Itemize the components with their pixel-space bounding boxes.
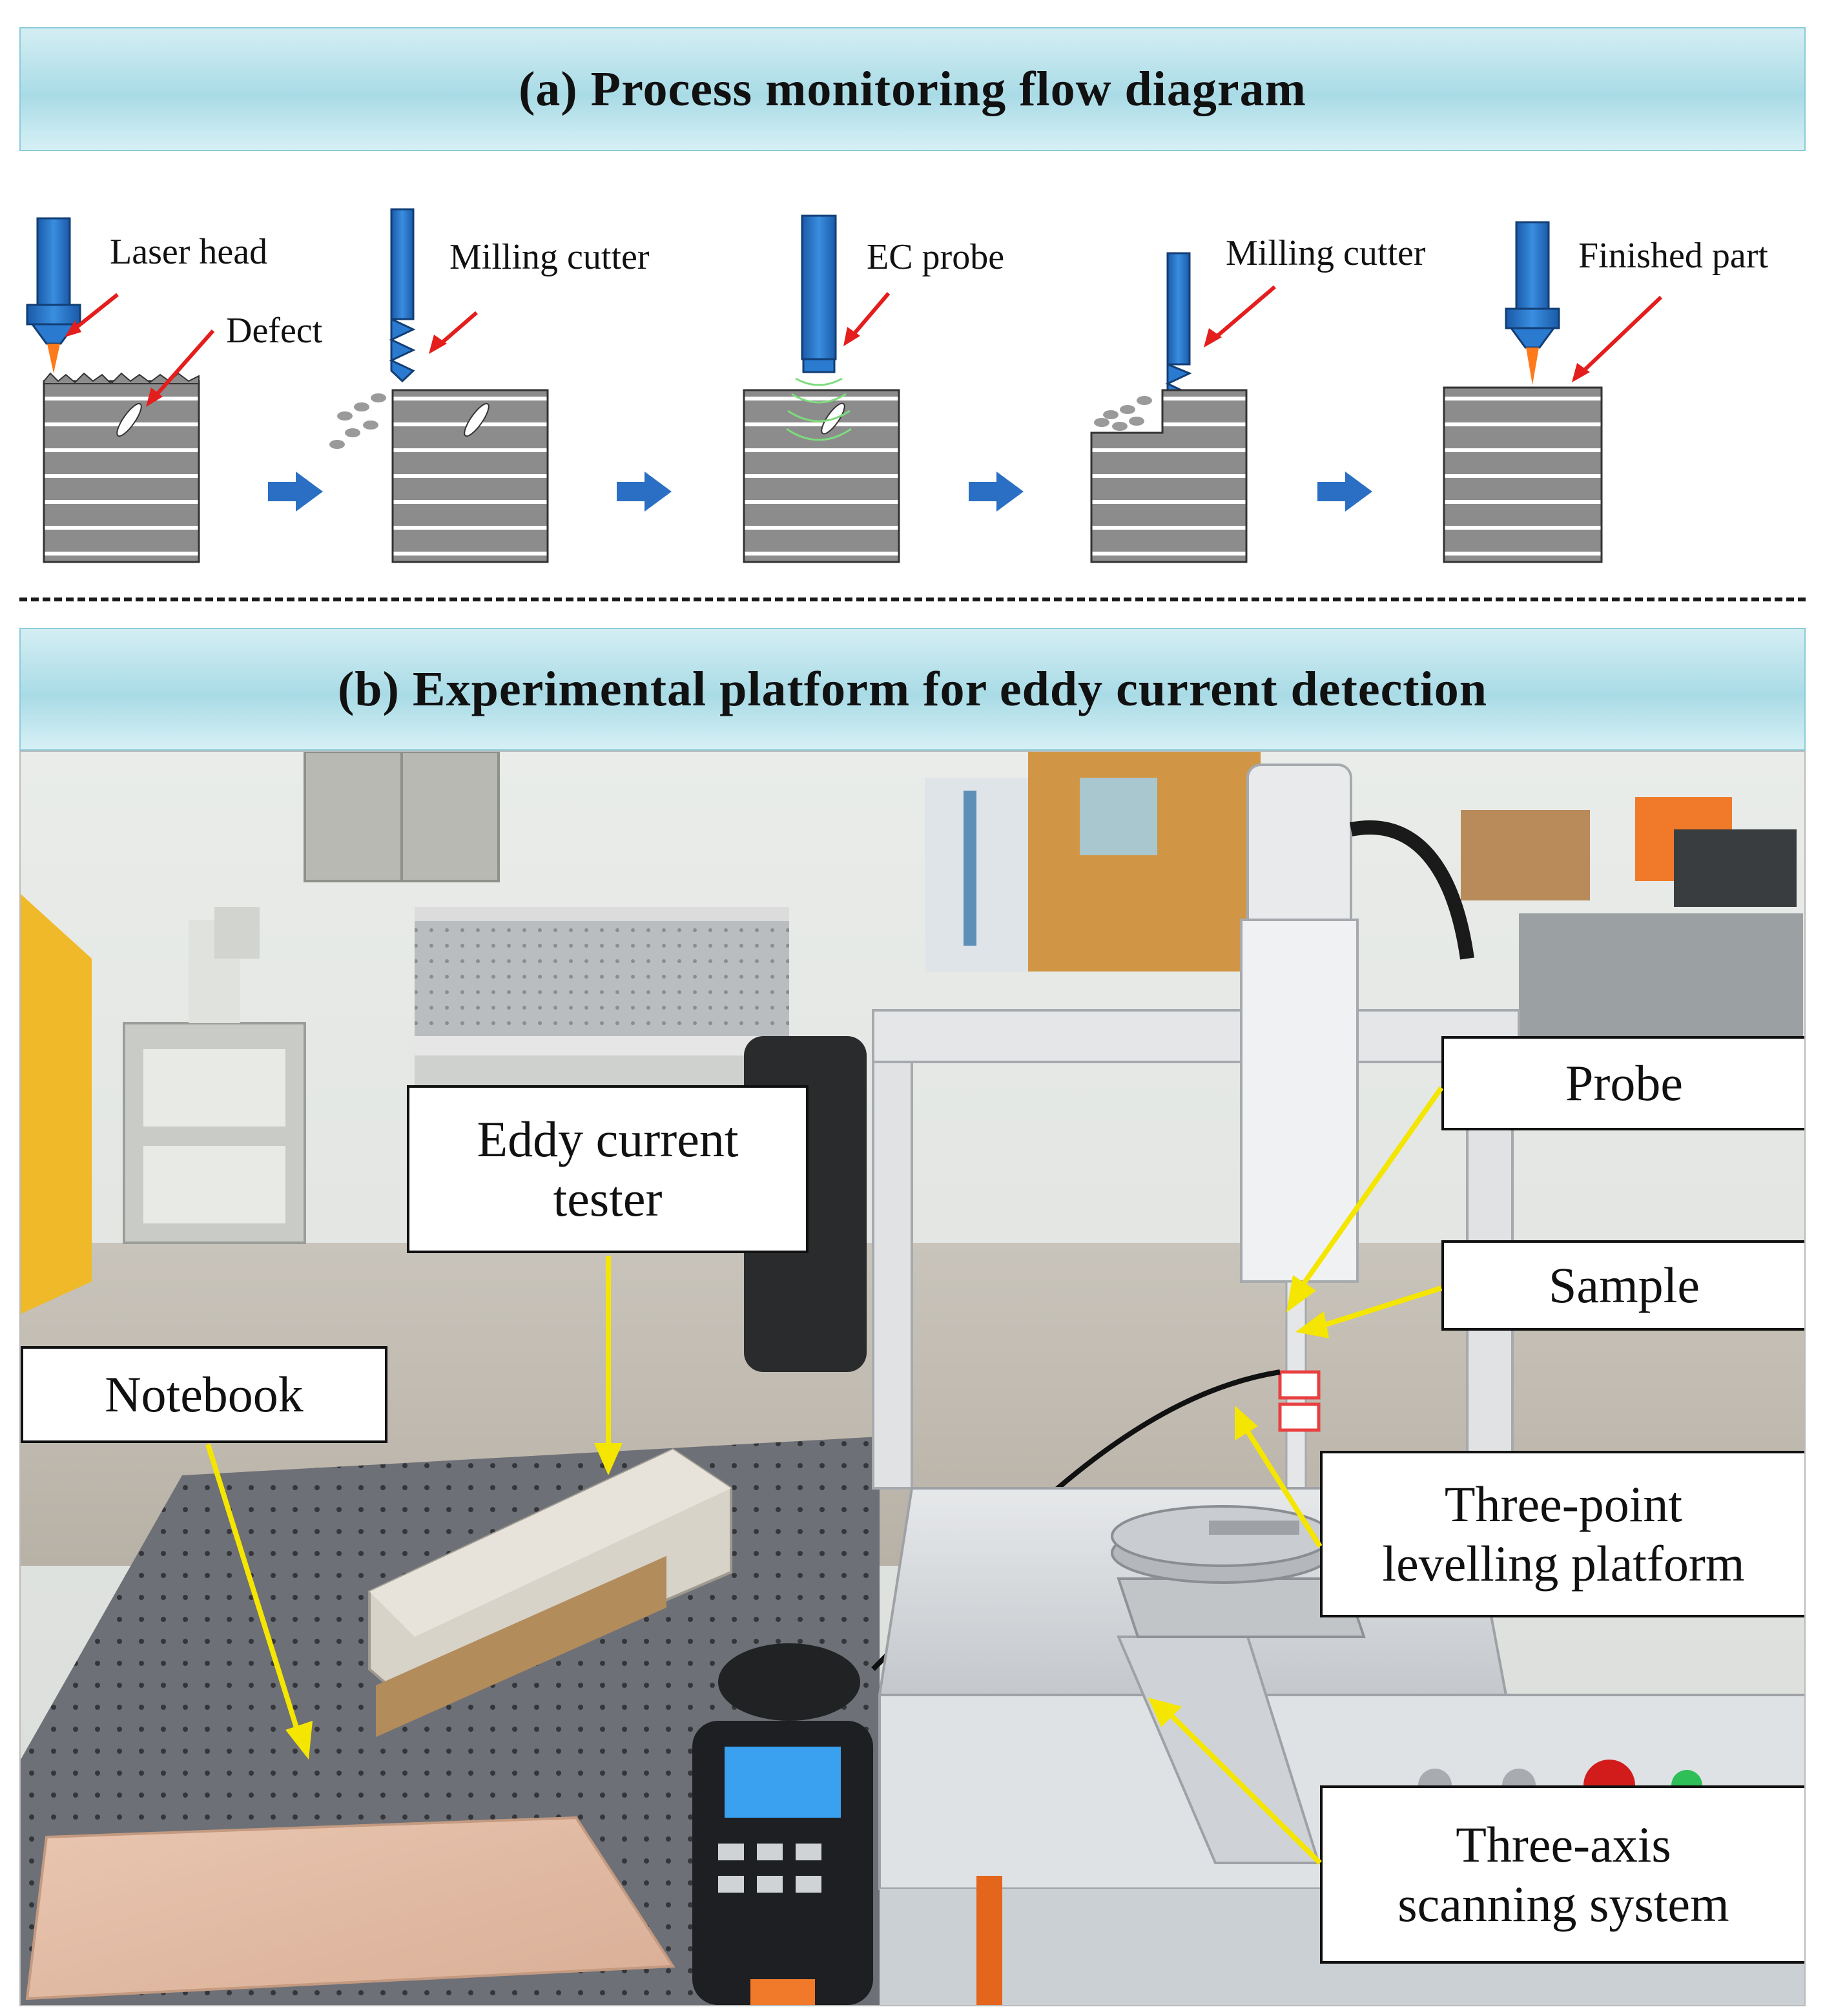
callout-three-axis-scanning-system: Three-axis scanning system bbox=[1320, 1785, 1804, 1964]
experimental-platform-photo: Eddy current tester Notebook Probe Sampl… bbox=[19, 751, 1806, 2006]
flow-arrow-4 bbox=[1317, 472, 1372, 512]
stage-3-ec-inspection: EC probe bbox=[743, 214, 1004, 563]
label-laser-head: Laser head bbox=[110, 232, 267, 272]
stage-4-milling: Milling cutter bbox=[1090, 233, 1426, 563]
milling-cutter-1-arrow-tip bbox=[429, 335, 447, 354]
computer-mouse bbox=[718, 1643, 860, 1721]
panel-b-title-banner: (b) Experimental platform for eddy curre… bbox=[19, 628, 1806, 751]
laser-head-2-body bbox=[1515, 221, 1550, 310]
callout-sample-line-1: Sample bbox=[1549, 1256, 1700, 1313]
eddy-field-lines bbox=[786, 377, 852, 441]
callout-probe: Probe bbox=[1441, 1036, 1804, 1130]
process-flow-diagram: Laser head Defect Milling cutter bbox=[26, 208, 1768, 563]
finished-part-arrow-tip bbox=[1572, 363, 1590, 382]
label-finished-part: Finished part bbox=[1578, 236, 1768, 276]
callout-sample: Sample bbox=[1441, 1240, 1804, 1331]
part-block-4 bbox=[1090, 389, 1248, 563]
laser-beam-2 bbox=[1526, 348, 1539, 385]
background-robot-cart bbox=[123, 907, 306, 1244]
flow-arrow-3 bbox=[969, 472, 1024, 512]
eddy-current-tester-device bbox=[368, 1448, 732, 1738]
chips-1 bbox=[329, 393, 386, 449]
milling-cutter-1-arrow bbox=[437, 311, 478, 348]
background-workbench bbox=[408, 907, 796, 1101]
part-block-5 bbox=[1443, 386, 1603, 563]
notebook-laptop bbox=[25, 1816, 675, 2000]
flow-arrow-1 bbox=[268, 472, 323, 512]
panel-a-title-banner: (a) Process monitoring flow diagram bbox=[19, 27, 1806, 151]
finished-part-arrow bbox=[1579, 295, 1663, 375]
flow-arrow-2 bbox=[617, 472, 672, 512]
laser-head-arrow bbox=[71, 293, 119, 333]
defect-marker-1 bbox=[116, 402, 142, 437]
label-defect: Defect bbox=[226, 311, 323, 351]
ec-probe-tip bbox=[802, 358, 836, 373]
laser-beam bbox=[47, 344, 60, 373]
chips-2 bbox=[1094, 396, 1152, 431]
defect-arrow bbox=[152, 329, 215, 399]
defect-marker-2 bbox=[464, 402, 490, 437]
panel-divider bbox=[19, 598, 1806, 601]
ec-probe-arrow-tip bbox=[843, 327, 860, 346]
callout-notebook-line-1: Notebook bbox=[105, 1366, 304, 1422]
milling-cutter-2-arrow bbox=[1212, 285, 1276, 342]
rough-surface bbox=[43, 372, 200, 385]
part-block-2 bbox=[391, 389, 549, 563]
label-milling-cutter-2: Milling cutter bbox=[1226, 233, 1426, 273]
milling-cutter-1-shank bbox=[390, 208, 415, 320]
stage-5-finished: Finished part bbox=[1443, 221, 1768, 563]
callout-eddy-current-tester-line-1: Eddy current bbox=[477, 1110, 739, 1167]
label-ec-probe: EC probe bbox=[867, 237, 1004, 277]
panel-a-title: (a) Process monitoring flow diagram bbox=[519, 61, 1306, 116]
callout-three-axis-line-1: Three-axis bbox=[1456, 1816, 1671, 1873]
laser-head-collar bbox=[26, 304, 81, 326]
callout-notebook: Notebook bbox=[21, 1346, 387, 1443]
label-milling-cutter-1: Milling cutter bbox=[449, 237, 650, 277]
laser-head-2-collar bbox=[1505, 307, 1560, 329]
laser-head-nozzle bbox=[30, 323, 77, 345]
callout-levelling-line-2: levelling platform bbox=[1382, 1535, 1745, 1592]
callout-probe-line-1: Probe bbox=[1565, 1054, 1683, 1111]
part-block-3 bbox=[743, 389, 900, 563]
callout-three-point-levelling-platform: Three-point levelling platform bbox=[1320, 1451, 1804, 1617]
laser-head-body bbox=[36, 217, 71, 306]
callout-levelling-line-1: Three-point bbox=[1444, 1475, 1683, 1532]
laser-head-arrow-tip bbox=[65, 320, 81, 337]
stage-2-milling: Milling cutter bbox=[329, 208, 650, 563]
panel-b-title: (b) Experimental platform for eddy curre… bbox=[338, 661, 1487, 716]
laser-head-2-nozzle bbox=[1509, 327, 1556, 349]
ec-probe-body bbox=[801, 214, 837, 360]
milling-cutter-2-shank bbox=[1166, 252, 1191, 366]
yellow-wall-panel bbox=[21, 894, 92, 1314]
stage-1-deposition: Laser head Defect bbox=[26, 217, 323, 563]
milling-cutter-1-flutes bbox=[389, 317, 416, 383]
handheld-controller bbox=[692, 1721, 873, 2005]
ec-probe-arrow bbox=[849, 292, 891, 338]
callout-eddy-current-tester: Eddy current tester bbox=[407, 1085, 809, 1253]
callout-eddy-current-tester-line-2: tester bbox=[553, 1170, 663, 1227]
defect-arrow-tip bbox=[146, 388, 163, 407]
part-block-1 bbox=[43, 380, 200, 563]
callout-three-axis-line-2: scanning system bbox=[1397, 1876, 1729, 1932]
milling-cutter-2-arrow-tip bbox=[1204, 328, 1222, 348]
